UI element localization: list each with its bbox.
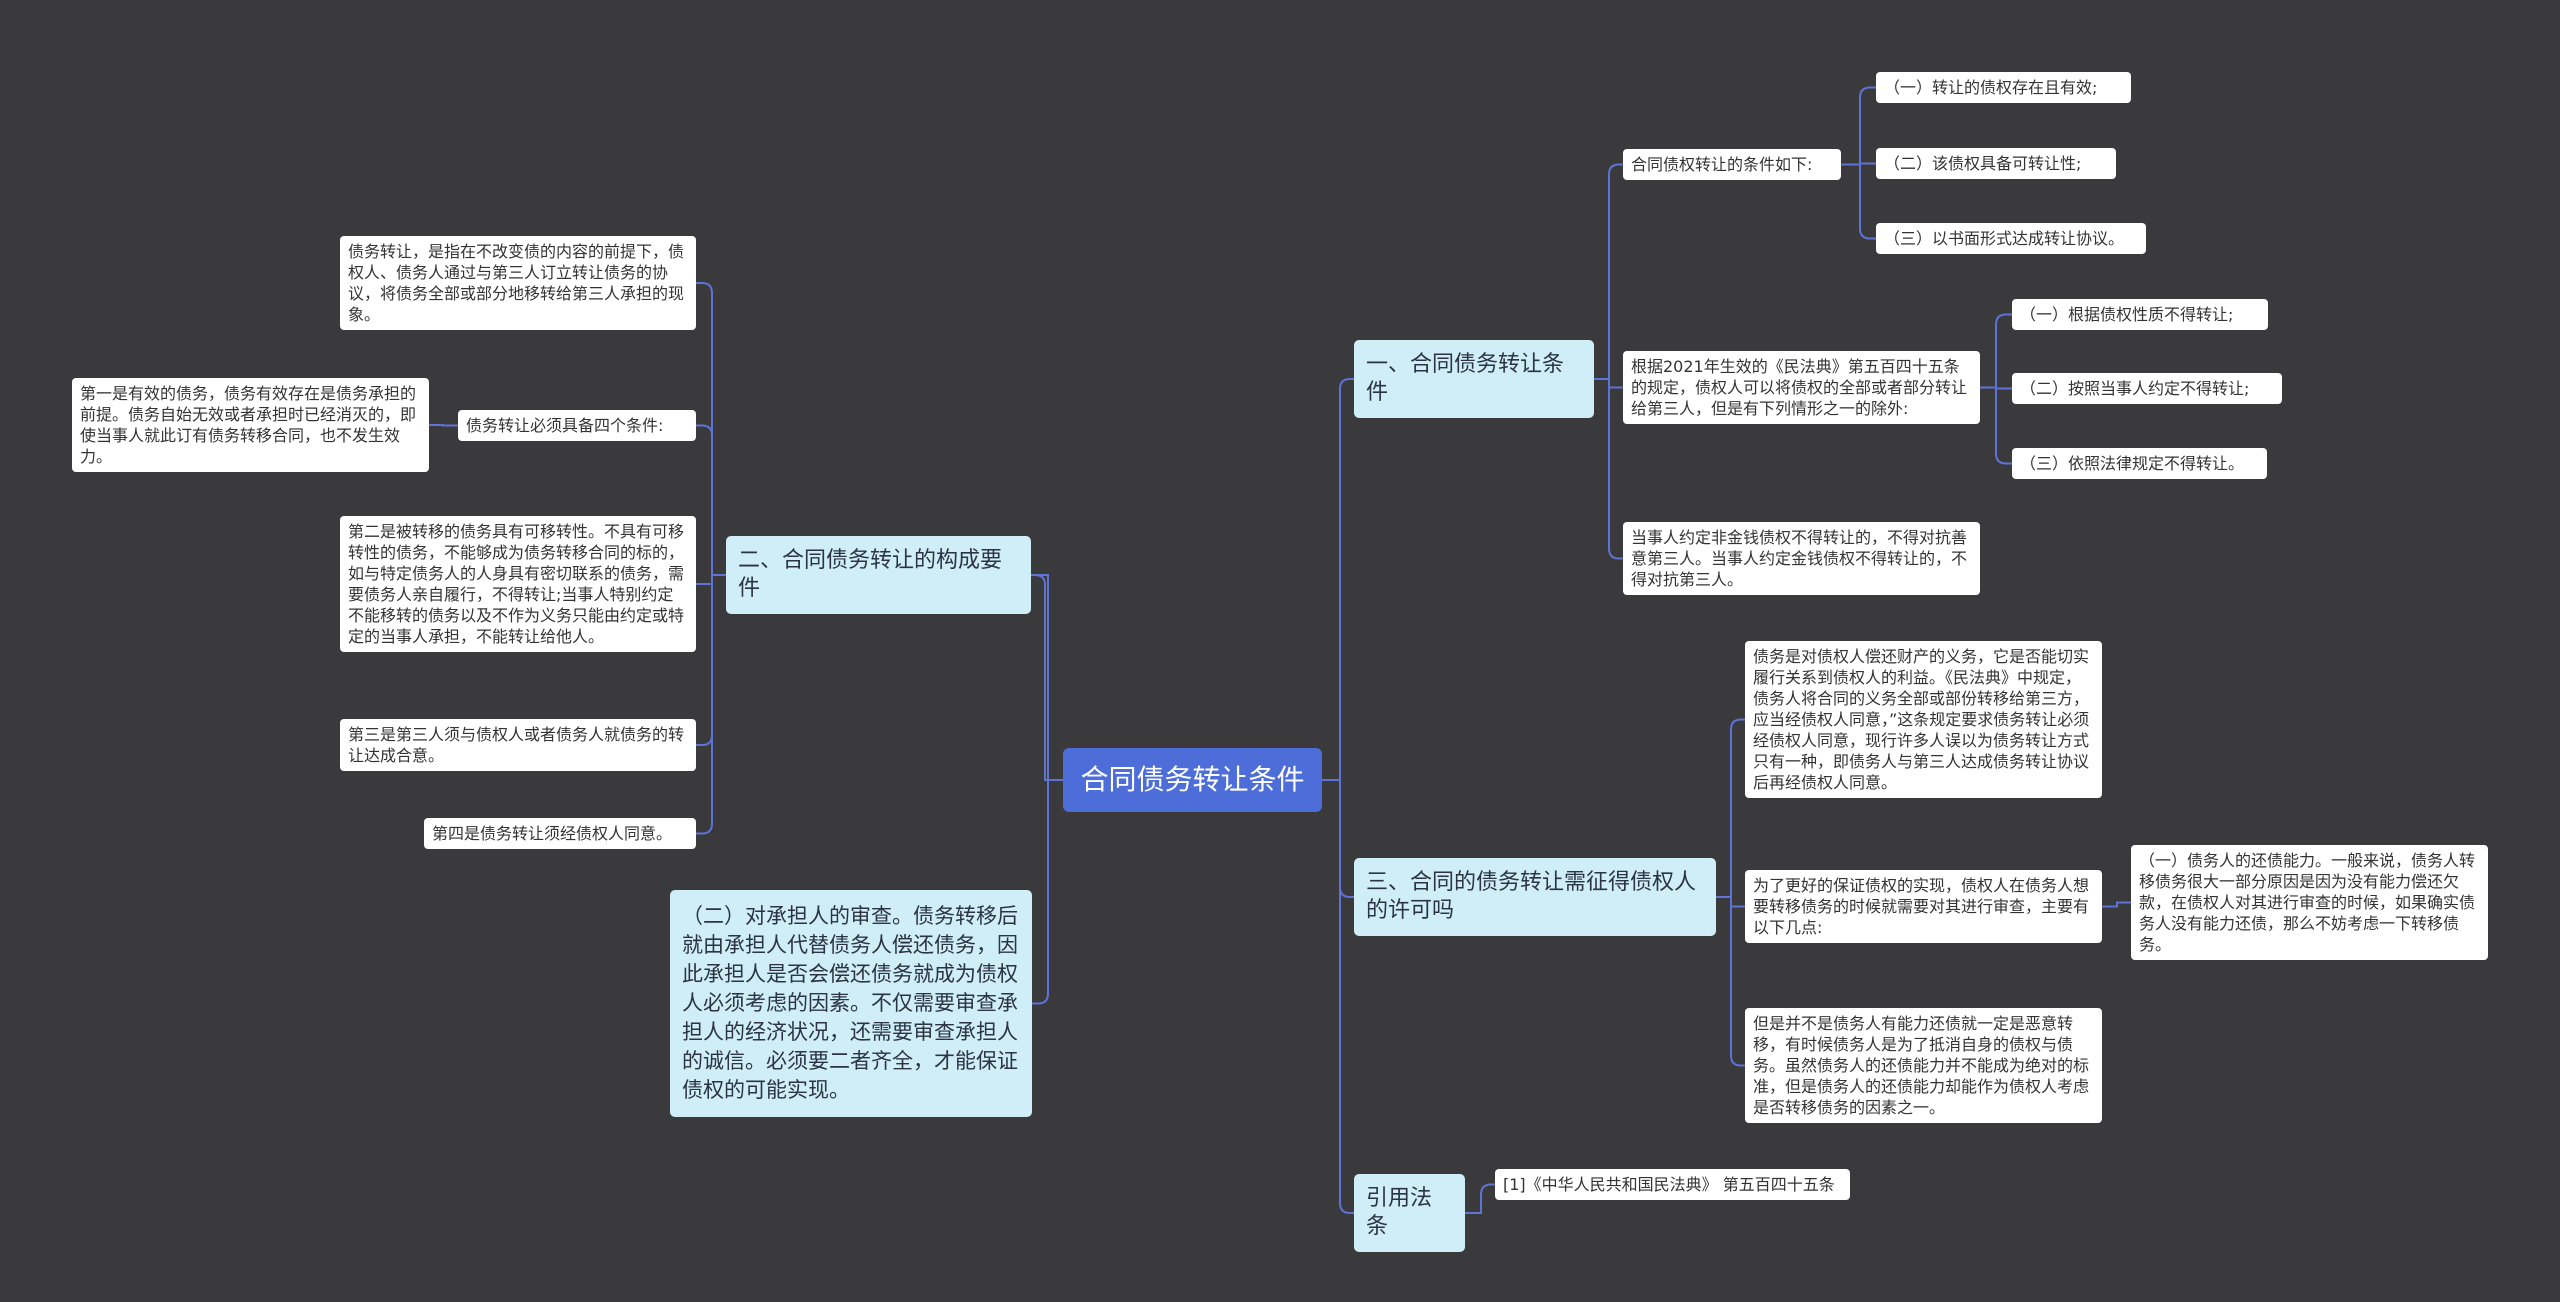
branch-1-node[interactable]: 一、合同债务转让条件 <box>1354 340 1594 418</box>
b1-exception-item-2[interactable]: （二）按照当事人约定不得转让; <box>2012 373 2282 404</box>
connector-root-b4 <box>1322 779 1354 1214</box>
connector-b1c2-b1c2i0 <box>1980 313 2012 389</box>
connector-b3c2-b3c2i <box>2102 901 2131 908</box>
b2-second-condition-node[interactable]: 第二是被转移的债务具有可移转性。不具有可移转性的债务，不能够成为债务转移合同的标… <box>340 516 696 652</box>
connector-b2-b2c5 <box>696 574 726 835</box>
connector-b2-b2c2 <box>696 424 726 576</box>
b3-offset-node[interactable]: 但是并不是债务人有能力还债就一定是恶意转移，有时候债务人是为了抵消自身的债权与债… <box>1745 1008 2102 1123</box>
b1-condition-item-1[interactable]: （一）转让的债权存在且有效; <box>1876 72 2131 103</box>
b1-condition-item-2[interactable]: （二）该债权具备可转让性; <box>1876 148 2116 179</box>
b1-condition-item-3[interactable]: （三）以书面形式达成转让协议。 <box>1876 223 2146 254</box>
b1-conditions-node[interactable]: 合同债权转让的条件如下: <box>1623 149 1841 180</box>
connector-b1c1-b1c1i2 <box>1841 163 1876 240</box>
connector-b2-b2c6 <box>726 574 1049 1005</box>
branch-4-node[interactable]: 引用法条 <box>1354 1174 1465 1252</box>
connector-b1c2-b1c2i2 <box>1980 386 2012 465</box>
branch-2-node[interactable]: 二、合同债务转让的构成要件 <box>726 536 1031 614</box>
b1-exception-item-1[interactable]: （一）根据债权性质不得转让; <box>2012 299 2268 330</box>
connector-b3-b3c3 <box>1716 896 1745 1067</box>
connector-root-b1 <box>1322 378 1354 781</box>
b2-third-condition-node[interactable]: 第三是第三人须与债权人或者债务人就债务的转让达成合意。 <box>340 719 696 771</box>
connector-b2c2-b2c2i <box>429 424 458 427</box>
connector-b1-b1c1 <box>1594 163 1623 380</box>
connector-b1-b1c3 <box>1594 378 1623 560</box>
b2-assumer-review-node[interactable]: （二）对承担人的审查。债务转移后就由承担人代替债务人偿还债务，因此承担人是否会偿… <box>670 890 1032 1117</box>
b1-exception-item-3[interactable]: （三）依照法律规定不得转让。 <box>2012 448 2267 479</box>
connector-b2-b2c1 <box>696 282 726 576</box>
b3-review-node[interactable]: 为了更好的保证债权的实现，债权人在债务人想要转移债务的时候就需要对其进行审查，主… <box>1745 870 2102 943</box>
b3-ability-item[interactable]: （一）债务人的还债能力。一般来说，债务人转移债务很大一部分原因是因为没有能力偿还… <box>2131 845 2488 960</box>
connector-b3-b3c1 <box>1716 718 1745 898</box>
root-node[interactable]: 合同债务转让条件 <box>1063 748 1322 812</box>
b1-agreement-node[interactable]: 当事人约定非金钱债权不得转让的，不得对抗善意第三人。当事人约定金钱债权不得转让的… <box>1623 522 1980 595</box>
b1-civil-code-node[interactable]: 根据2021年生效的《民法典》第五百四十五条的规定，债权人可以将债权的全部或者部… <box>1623 351 1980 424</box>
b2-first-condition-item[interactable]: 第一是有效的债务，债务有效存在是债务承担的前提。债务自始无效或者承担时已经消灭的… <box>72 378 429 472</box>
b2-four-conditions-node[interactable]: 债务转让必须具备四个条件: <box>458 410 696 441</box>
b4-law-citation[interactable]: [1]《中华人民共和国民法典》 第五百四十五条 <box>1495 1169 1850 1200</box>
connector-b1c1-b1c1i0 <box>1841 86 1876 166</box>
b3-definition-node[interactable]: 债务是对债权人偿还财产的义务，它是否能切实履行关系到债权人的利益。《民法典》中规… <box>1745 641 2102 798</box>
b2-definition-node[interactable]: 债务转让，是指在不改变债的内容的前提下，债权人、债务人通过与第三人订立转让债务的… <box>340 236 696 330</box>
connector-b4-b4i <box>1465 1183 1495 1214</box>
b2-fourth-condition-node[interactable]: 第四是债务转让须经债权人同意。 <box>424 818 696 849</box>
branch-3-node[interactable]: 三、合同的债务转让需征得债权人的许可吗 <box>1354 858 1716 936</box>
connector-root-b3 <box>1322 779 1354 898</box>
